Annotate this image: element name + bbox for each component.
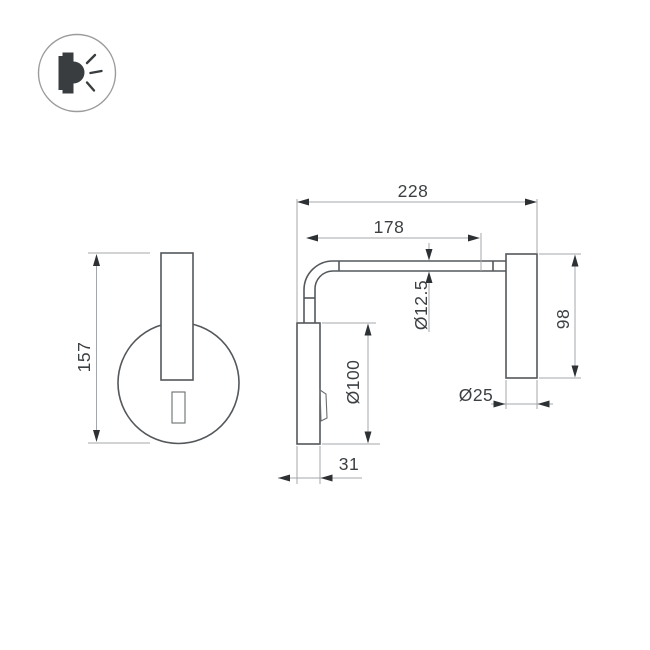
dim-label-157: 157 [74, 342, 94, 373]
elbow-outer-arc [303, 260, 334, 291]
arrow-right-icon [525, 198, 537, 206]
dimension-98: 98 [539, 253, 581, 379]
dimension-head-diameter: Ø25 [459, 380, 553, 409]
side-view: 228 178 Ø12.5 Ø100 [278, 181, 581, 484]
dim-label-tube-diameter: Ø12.5 [411, 280, 431, 330]
arrow-up-icon [364, 323, 372, 336]
dim-label-228: 228 [398, 181, 429, 201]
logo-lamp-body [62, 52, 74, 94]
elbow-inner-arc [314, 270, 334, 291]
dim-label-98: 98 [553, 309, 573, 329]
logo-light-dome [73, 61, 85, 84]
dim-label-head-diameter: Ø25 [459, 385, 494, 405]
arrow-down-icon [364, 431, 372, 444]
logo-ray-upper [85, 53, 97, 65]
dimension-31: 31 [278, 446, 362, 484]
arrow-up-icon [425, 271, 433, 283]
logo-circle [37, 33, 117, 113]
logo-ray-lower [85, 81, 96, 92]
switch-side-outline [319, 388, 328, 422]
arrow-right-icon [468, 234, 480, 242]
arrow-up-icon [93, 254, 100, 266]
dimension-157: 157 [74, 252, 150, 444]
brand-logo [37, 33, 117, 113]
dim-label-base-diameter: Ø100 [343, 360, 363, 405]
arrow-down-icon [571, 365, 579, 378]
arrow-left-icon [537, 400, 550, 408]
arrow-down-icon [425, 249, 433, 261]
front-view: 157 [74, 252, 240, 445]
arm-front-outline [160, 252, 194, 381]
arrow-down-icon [93, 430, 100, 442]
arrow-left-icon [297, 198, 309, 206]
dimension-228: 228 [296, 181, 538, 322]
dimension-tube-diameter: Ø12.5 [411, 243, 433, 332]
logo-ray-middle [89, 69, 103, 75]
dimension-178: 178 [306, 217, 482, 271]
base-side-outline [296, 322, 321, 445]
arrow-left-icon [306, 234, 318, 242]
arrow-left-inner-icon [320, 474, 333, 482]
dim-label-31: 31 [339, 454, 359, 474]
arrow-up-icon [571, 254, 579, 267]
wall-lamp-logo-icon [58, 52, 103, 94]
arrow-left-outer-icon [278, 474, 290, 482]
switch-front-outline [171, 391, 186, 424]
logo-wall-plate [58, 56, 63, 90]
dimension-base-diameter: Ø100 [322, 322, 380, 445]
dim-label-178: 178 [374, 217, 405, 237]
arrow-right-icon [493, 400, 506, 408]
head-side-outline [505, 253, 538, 379]
